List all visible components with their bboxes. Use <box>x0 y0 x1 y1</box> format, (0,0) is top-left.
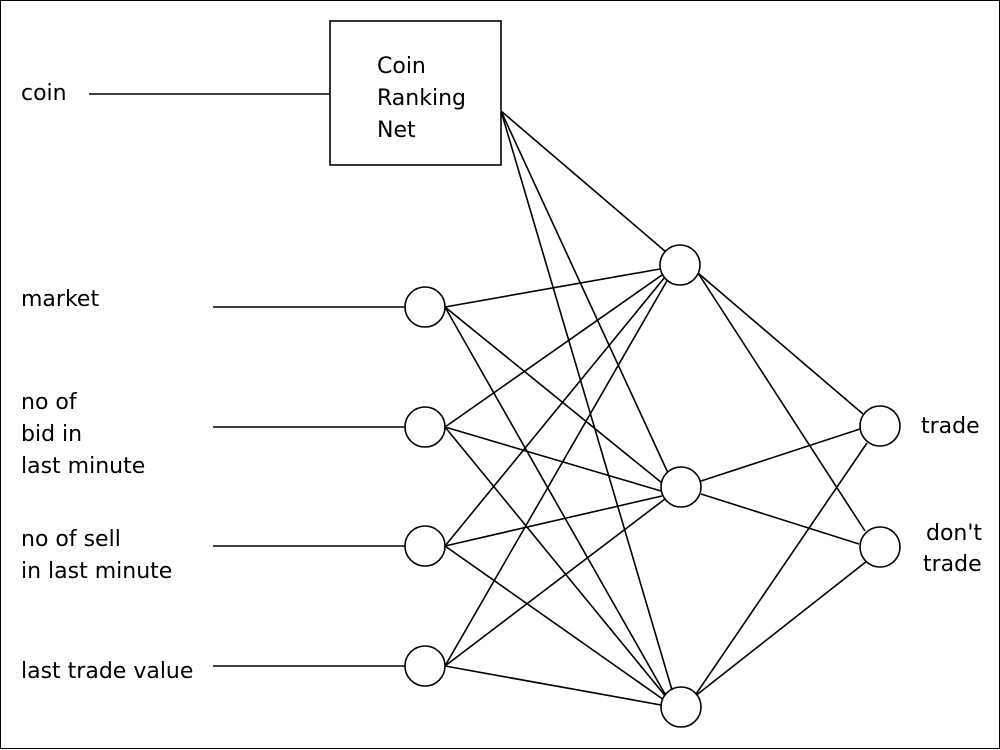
hidden-layer <box>659 244 702 728</box>
input-layer <box>404 286 446 687</box>
hidden-node-3 <box>660 686 702 728</box>
edge-input-4-hidden-1 <box>444 278 669 667</box>
hidden-node-2 <box>660 466 702 508</box>
label-dont-trade-line-1: don't <box>926 521 982 546</box>
ranking-net-label-line-3: Net <box>377 118 416 143</box>
ranking-net-label-line-2: Ranking <box>377 86 466 111</box>
label-bids-line-3: last minute <box>21 454 145 479</box>
label-sells-line-1: no of sell <box>21 527 121 552</box>
label-sells-line-2: in last minute <box>21 559 172 584</box>
label-coin: coin <box>21 81 67 106</box>
label-bids-line-2: bid in <box>21 422 82 447</box>
edge-input-2-hidden-1 <box>444 274 663 428</box>
edge-hidden-2-output-2 <box>700 493 860 545</box>
coin-ranking-net-box: Coin Ranking Net <box>329 20 502 166</box>
input-labels: coin market no of bid in last minute no … <box>21 81 193 684</box>
edge-hidden-1-output-2 <box>697 272 866 532</box>
output-layer <box>859 405 901 568</box>
edge-input-1-hidden-3 <box>444 306 666 695</box>
output-node-dont-trade <box>859 526 901 568</box>
edge-input-4-hidden-2 <box>444 498 666 667</box>
edge-input-1-hidden-1 <box>444 268 661 308</box>
edge-hidden-3-output-1 <box>693 442 868 698</box>
edge-ranking-net-to-hidden-3 <box>500 110 673 691</box>
label-bids-line-1: no of <box>21 390 78 415</box>
input-node-2 <box>404 406 446 448</box>
output-labels: trade don't trade <box>921 414 982 577</box>
label-dont-trade-line-2: trade <box>923 552 982 577</box>
edge-hidden-1-output-1 <box>697 272 864 415</box>
edge-input-2-hidden-2 <box>444 426 662 492</box>
ranking-net-label-line-1: Coin <box>377 54 426 79</box>
label-last-trade-value: last trade value <box>21 659 193 684</box>
output-node-trade <box>859 405 901 447</box>
edge-ranking-net-to-hidden-1 <box>500 110 667 253</box>
edge-input-1-hidden-2 <box>444 306 663 484</box>
ranking-net-rect <box>329 20 502 166</box>
hidden-node-1 <box>659 244 701 286</box>
edge-ranking-net-to-hidden-2 <box>500 110 669 474</box>
label-trade: trade <box>921 414 980 439</box>
edge-hidden-2-output-1 <box>700 428 861 482</box>
edge-input-3-hidden-3 <box>444 545 665 701</box>
edge-input-2-hidden-3 <box>444 426 668 699</box>
edge-input-3-hidden-2 <box>444 495 663 547</box>
edge-input-3-hidden-1 <box>444 276 666 547</box>
input-node-3 <box>404 525 446 567</box>
edge-hidden-3-output-2 <box>693 560 868 698</box>
label-market: market <box>21 287 99 312</box>
edge-input-4-hidden-3 <box>444 665 662 706</box>
input-node-4 <box>404 645 446 687</box>
connections <box>89 93 868 706</box>
input-node-1 <box>404 286 446 328</box>
